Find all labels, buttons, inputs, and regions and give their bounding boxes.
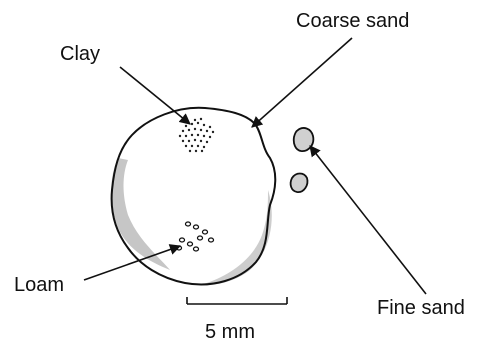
fine-sand-grains xyxy=(291,128,314,192)
loam-arrow xyxy=(84,246,180,280)
scale-bar xyxy=(187,297,287,304)
clay-arrow xyxy=(120,67,190,124)
coarse-sand-label: Coarse sand xyxy=(296,11,409,31)
loam-label: Loam xyxy=(14,275,64,295)
fine-sand-label: Fine sand xyxy=(377,298,465,318)
clay-label: Clay xyxy=(60,44,100,64)
clay-particles xyxy=(179,118,214,152)
coarse-sand-arrow xyxy=(252,38,352,127)
loam-particles xyxy=(177,222,214,251)
scale-label: 5 mm xyxy=(205,322,255,342)
fine-sand-arrow xyxy=(310,146,426,294)
